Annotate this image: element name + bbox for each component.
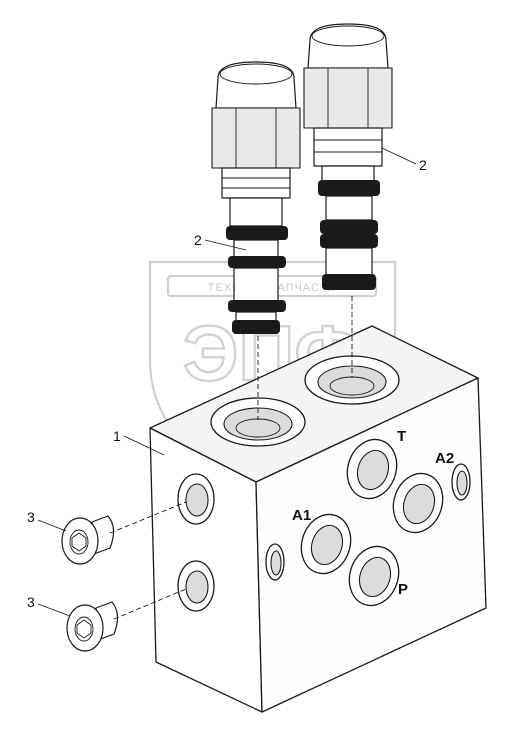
mounting-hole-right — [451, 463, 471, 501]
leader-plug-upper — [37, 519, 67, 532]
side-port-lower — [177, 560, 215, 612]
block-front-face — [255, 377, 487, 713]
plug-upper — [61, 515, 115, 565]
plug-lower — [66, 601, 119, 652]
cartridge-valve-left — [211, 61, 301, 334]
manifold-block: T A2 A1 P — [149, 325, 487, 713]
leader-plug-lower — [37, 603, 71, 617]
cavity-right — [304, 355, 400, 405]
leader-block — [123, 435, 165, 456]
side-port-upper — [177, 473, 215, 525]
mounting-hole-left — [265, 543, 285, 581]
leader-cartridge-right — [381, 147, 417, 165]
port-p-hole — [348, 545, 400, 607]
callout-plug-lower: 3 — [27, 594, 35, 610]
port-a1-hole — [300, 513, 352, 575]
port-label-p: P — [398, 581, 408, 598]
axis-line-plug-upper — [109, 501, 187, 534]
callout-cartridge-left: 2 — [194, 232, 202, 248]
cartridge-valve-right — [303, 23, 393, 290]
port-t-hole — [346, 438, 398, 500]
cavity-left — [210, 397, 306, 447]
callout-cartridge-right: 2 — [419, 157, 427, 173]
port-label-a2: A2 — [435, 450, 454, 467]
callout-block: 1 — [113, 428, 121, 444]
axis-line-plug-lower — [113, 588, 187, 620]
port-label-a1: A1 — [292, 507, 311, 524]
port-a2-hole — [392, 472, 444, 534]
leader-cartridge-left — [204, 239, 247, 251]
port-label-t: T — [397, 428, 406, 445]
callout-plug-upper: 3 — [27, 509, 35, 525]
